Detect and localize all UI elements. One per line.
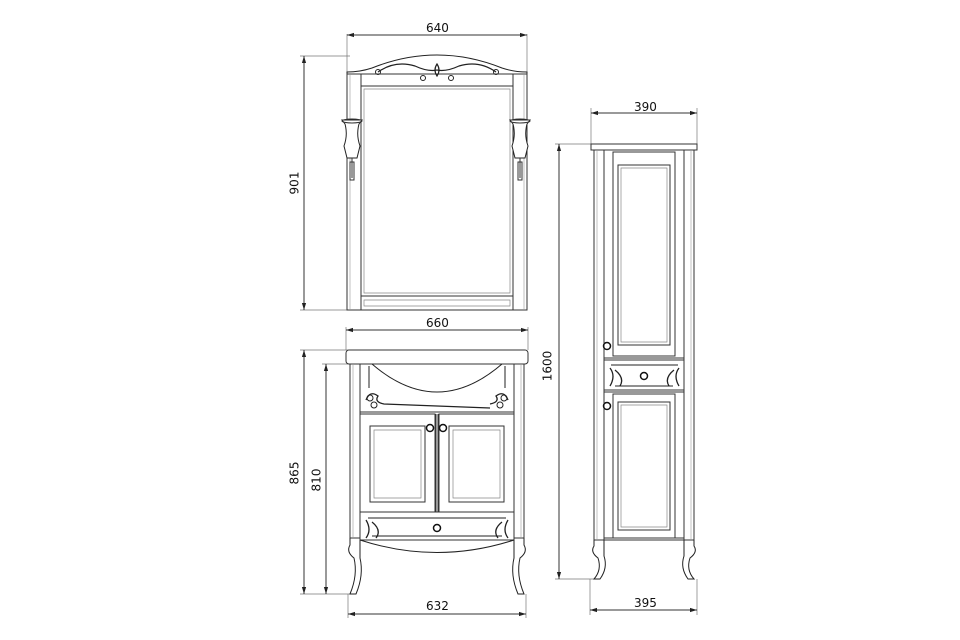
tall-cabinet-drawing bbox=[555, 108, 697, 615]
mirror-width-label: 640 bbox=[426, 21, 449, 35]
sconce-left-icon bbox=[342, 119, 362, 180]
cabinet-height-label: 1600 bbox=[540, 350, 555, 382]
sconce-right-icon bbox=[510, 119, 530, 180]
lower-door-knob-icon bbox=[604, 403, 611, 410]
door-knob-icon bbox=[440, 425, 447, 432]
door-knob-icon bbox=[427, 425, 434, 432]
vanity-base-width-label: 632 bbox=[426, 599, 449, 613]
vanity-body-height-label: 810 bbox=[309, 468, 324, 492]
mirror-height-label: 901 bbox=[287, 171, 302, 195]
upper-door-knob-icon bbox=[604, 343, 611, 350]
cabinet-drawer-knob-icon bbox=[641, 373, 648, 380]
cabinet-base-width-label: 395 bbox=[634, 596, 657, 610]
vanity-top-width-label: 660 bbox=[426, 316, 449, 330]
vanity-total-height-label: 865 bbox=[287, 461, 302, 485]
vanity-drawing bbox=[300, 327, 528, 618]
mirror-drawing bbox=[300, 32, 530, 310]
cabinet-top-width-label: 390 bbox=[634, 100, 657, 114]
drawer-knob-icon bbox=[434, 525, 441, 532]
